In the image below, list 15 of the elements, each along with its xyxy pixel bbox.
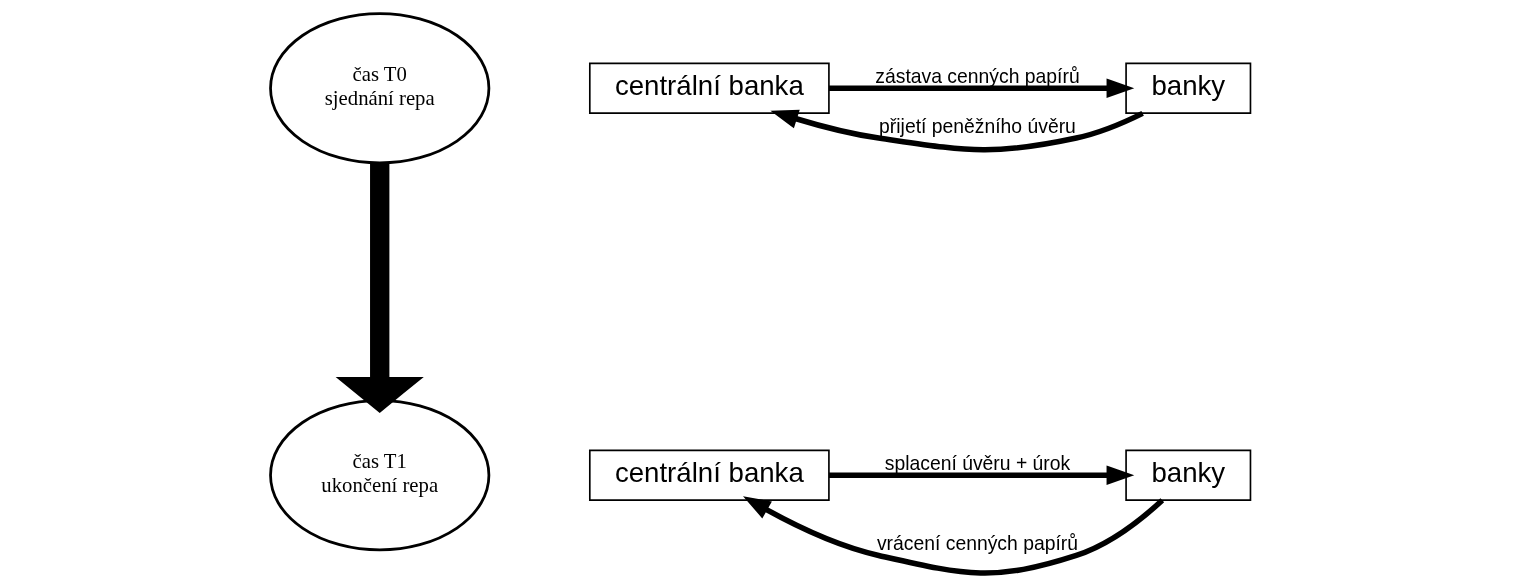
node-box: centrální banka — [588, 449, 830, 501]
edge-label: přijetí peněžního úvěru — [878, 114, 1076, 137]
node-box: centrální banka — [588, 62, 830, 114]
node-ellipse: čas T1 ukončení repa — [268, 399, 490, 552]
arrow — [742, 496, 1164, 576]
edge-label: zástava cenných papírů — [874, 65, 1080, 88]
node-box: banky — [1124, 62, 1251, 114]
node-box: banky — [1124, 449, 1251, 501]
node-ellipse: čas T0 sjednání repa — [268, 12, 490, 165]
arrow — [335, 163, 424, 413]
edge-label: splacení úvěru + úrok — [884, 452, 1070, 475]
arrow — [828, 78, 1134, 98]
edge-label: vrácení cenných papírů — [876, 532, 1078, 555]
arrow — [828, 465, 1134, 485]
arrow — [769, 109, 1144, 153]
